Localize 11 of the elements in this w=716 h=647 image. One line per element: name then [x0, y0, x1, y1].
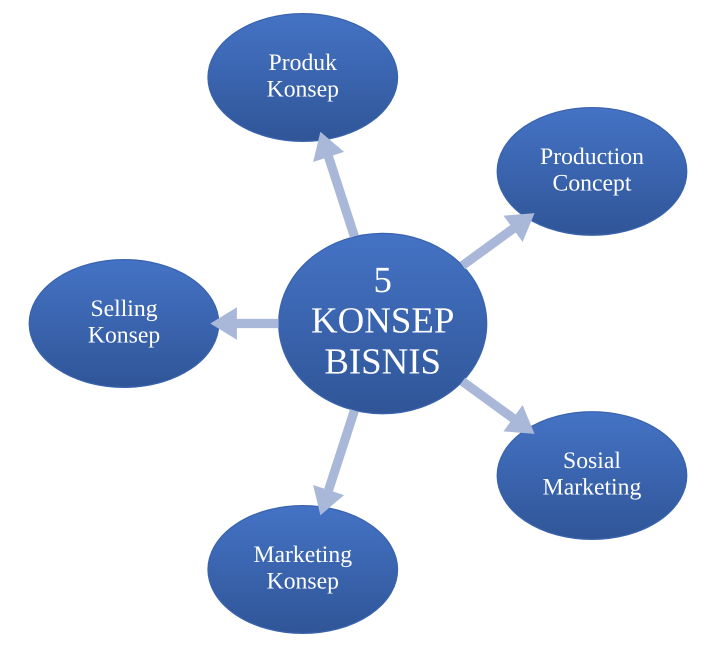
arrow: [460, 213, 535, 270]
node-ellipse: Production Concept: [496, 106, 688, 236]
arrow: [313, 132, 359, 238]
node-ellipse: Selling Konsep: [28, 259, 220, 388]
node-ellipse: Sosial Marketing: [496, 411, 688, 540]
arrow: [460, 378, 535, 434]
arrow: [210, 307, 279, 340]
node-ellipse: Marketing Konsep: [207, 505, 398, 634]
arrow: [313, 409, 359, 516]
node-ellipse: Produk Konsep: [207, 13, 398, 142]
node-ellipse: 5 KONSEP BISNIS: [278, 232, 488, 414]
